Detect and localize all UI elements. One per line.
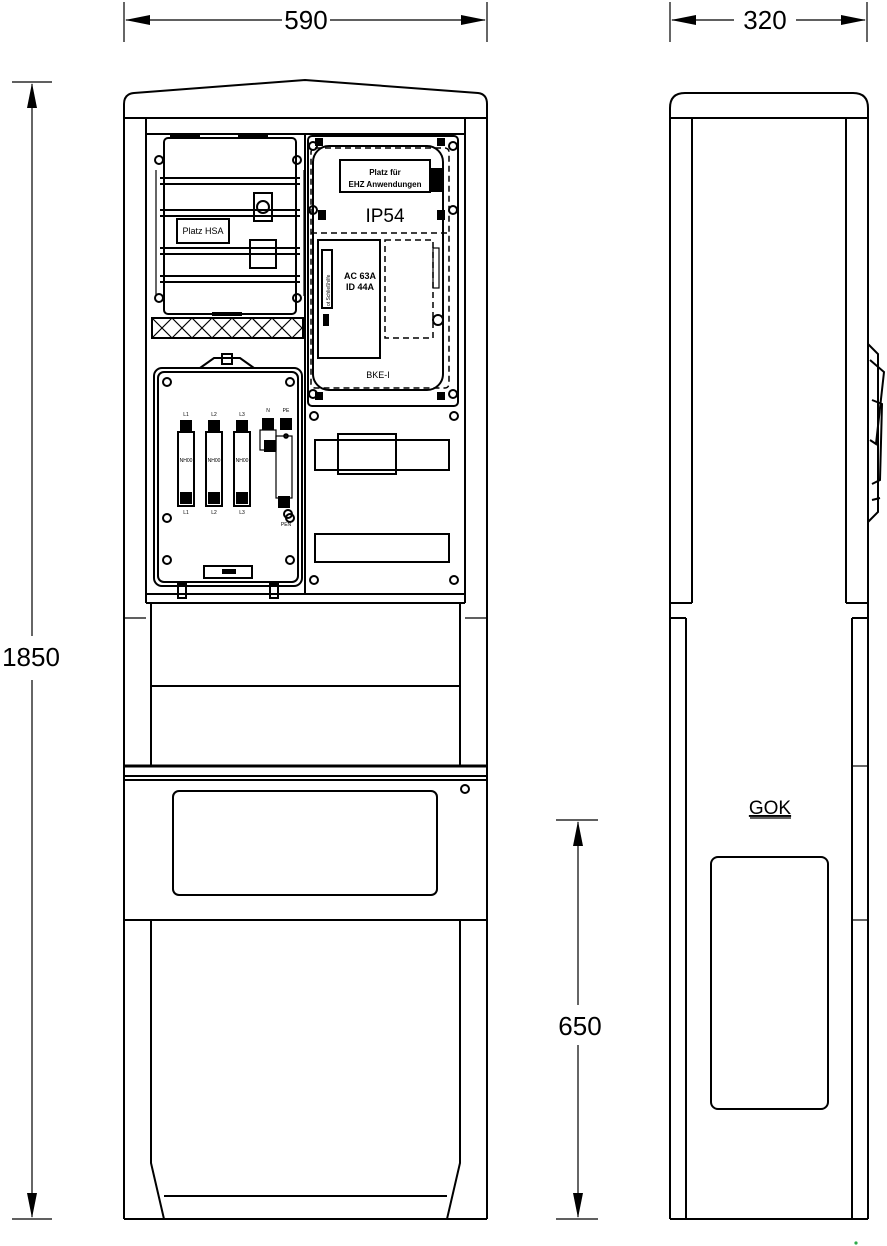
front-lower-window [172,790,438,896]
side-view: GOK [669,92,886,1245]
fuse-bottom-label-pen: PEN [281,522,292,528]
dimension-height-total-label: 1850 [2,642,60,672]
terminal-plate [309,411,459,585]
side-window [710,856,829,1110]
housing-roof [123,78,488,119]
dimension-width-side-label: 320 [743,5,786,35]
fuse-top-label-n: N [266,408,270,414]
ehz-label-line2: EHZ Anwendungen [348,180,421,189]
bke-label: BKE-I [366,370,390,380]
dimension-buried-depth: 650 [556,819,602,1220]
front-view [123,78,488,1220]
fuse-top-label-pe: PE [283,408,290,414]
fuse-bottom-label-l1: L1 [183,510,189,516]
fuse-unit: L1 L2 L3 N PE NH00 NH00 NH00 L1 L2 L3 PE… [153,353,303,599]
meter-panel: Platz für EHZ Anwendungen IP54 ot Schlie… [307,135,459,407]
fuse-top-label-l2: L2 [211,412,217,418]
fuse-top-label-l3: L3 [239,412,245,418]
dimension-width-side: 320 [669,2,868,42]
breaker-label-line2: ID 44A [346,282,375,292]
dimension-width-front: 590 [123,2,488,42]
dimension-height-total: 1850 [2,81,60,1220]
marker-dot [854,1241,858,1245]
dimension-buried-depth-label: 650 [558,1011,601,1041]
breaker-side-label: ot Schließhilfe [326,274,332,306]
hsa-place-box [176,218,230,244]
protection-class-label: IP54 [365,206,405,227]
ground-level-label: GOK [749,798,792,819]
hsa-place-label: Platz HSA [182,226,223,236]
fuse-type-label-1: NH00 [180,458,193,464]
breaker-label-line1: AC 63A [344,271,377,281]
fuse-type-label-2: NH00 [208,458,221,464]
side-roof [669,92,869,119]
hsa-panel: Platz HSA [151,133,305,339]
fuse-bottom-label-l2: L2 [211,510,217,516]
dimension-width-front-label: 590 [284,5,327,35]
ehz-label-line1: Platz für [369,168,401,177]
ehz-place-box [339,159,431,193]
fuse-type-label-3: NH00 [236,458,249,464]
fuse-top-label-l1: L1 [183,412,189,418]
fuse-bottom-label-l3: L3 [239,510,245,516]
breaker-box [317,239,381,359]
